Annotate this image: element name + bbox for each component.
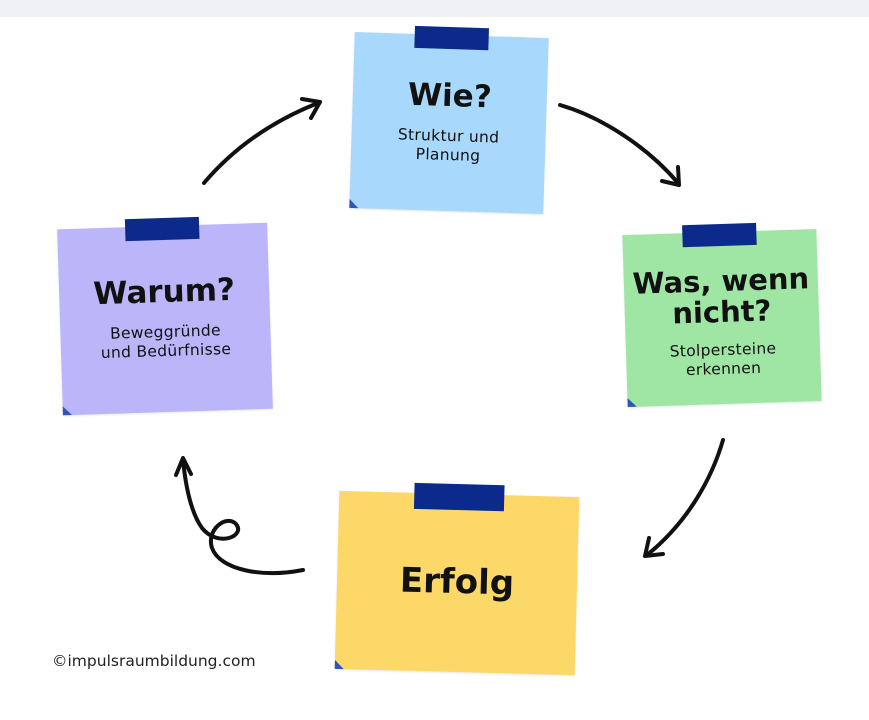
arrow-was-wenn-to-erfolg [643, 438, 725, 558]
arrow-warum-to-wie [202, 97, 322, 185]
top-bar [0, 0, 869, 17]
note-was-wenn: Was, wenn nicht? Stolpersteine erkennen [622, 222, 822, 408]
note-wie: Wie? Struktur und Planung [349, 25, 549, 215]
note-erfolg-title: Erfolg [399, 560, 515, 604]
note-warum-subtitle: Beweggründe und Bedürfnisse [100, 321, 232, 363]
tape [124, 216, 200, 242]
tape [414, 25, 489, 51]
note-fold [627, 397, 637, 408]
tape [413, 482, 505, 512]
note-warum: Warum? Beweggründe und Bedürfnisse [57, 216, 273, 416]
note-was-wenn-subtitle: Stolpersteine erkennen [669, 339, 777, 380]
note-warum-title: Warum? [92, 272, 236, 313]
note-erfolg: Erfolg [334, 482, 580, 676]
copyright-text: ©impulsraumbildung.com [52, 652, 256, 670]
tape [682, 222, 757, 248]
note-fold [349, 198, 359, 209]
arrow-erfolg-to-warum [174, 456, 305, 576]
arrow-wie-to-was-wenn [558, 103, 681, 187]
note-wie-subtitle: Struktur und Planung [397, 125, 500, 166]
note-fold [62, 405, 72, 416]
note-fold [334, 659, 344, 670]
note-was-wenn-title: Was, wenn nicht? [632, 261, 810, 331]
note-wie-title: Wie? [407, 77, 493, 116]
